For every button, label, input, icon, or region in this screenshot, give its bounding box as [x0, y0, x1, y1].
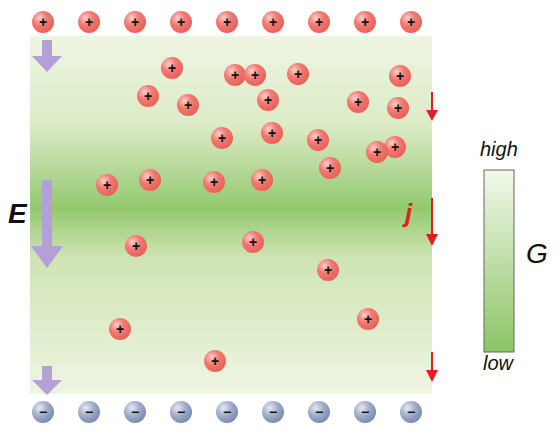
charge-sign: + [146, 173, 154, 187]
charge-sign: + [394, 101, 402, 115]
negative-charge: − [262, 401, 284, 423]
charge-sign: + [85, 15, 93, 29]
negative-charge: − [216, 401, 238, 423]
charge-sign: − [85, 405, 93, 419]
charge-sign: + [103, 178, 111, 192]
charge-sign: + [407, 15, 415, 29]
charge-sign: + [144, 89, 152, 103]
charge-sign: − [223, 405, 231, 419]
charge-sign: + [116, 322, 124, 336]
scale-low-label: low [483, 352, 513, 375]
positive-charge: + [244, 64, 266, 86]
positive-charge: + [78, 11, 100, 33]
charge-sign: + [361, 15, 369, 29]
charge-sign: + [211, 354, 219, 368]
positive-charge: + [224, 64, 246, 86]
positive-charge: + [109, 318, 131, 340]
charge-sign: + [268, 126, 276, 140]
charge-sign: + [354, 95, 362, 109]
positive-charge: + [96, 174, 118, 196]
negative-charge: − [124, 401, 146, 423]
charge-sign: + [373, 145, 381, 159]
negative-charge: − [170, 401, 192, 423]
positive-charge: + [317, 259, 339, 281]
conductance-region [30, 36, 432, 394]
charge-sign: + [364, 312, 372, 326]
positive-charge: + [177, 94, 199, 116]
charge-sign: + [251, 68, 259, 82]
positive-charge: + [400, 11, 422, 33]
negative-charge: − [400, 401, 422, 423]
conductance-label: G [526, 238, 548, 270]
positive-charge: + [387, 97, 409, 119]
positive-charge: + [319, 157, 341, 179]
current-arrows [426, 92, 438, 382]
charge-sign: + [223, 15, 231, 29]
positive-charge: + [389, 65, 411, 87]
charge-sign: + [249, 235, 257, 249]
charge-sign: − [361, 405, 369, 419]
charge-sign: + [326, 161, 334, 175]
positive-charge: + [125, 235, 147, 257]
positive-charge: + [307, 129, 329, 151]
negative-charge: − [308, 401, 330, 423]
charge-sign: + [258, 173, 266, 187]
charge-sign: − [269, 405, 277, 419]
positive-charge: + [211, 127, 233, 149]
positive-charge: + [216, 11, 238, 33]
charge-sign: + [39, 15, 47, 29]
positive-charge: + [347, 91, 369, 113]
positive-charge: + [32, 11, 54, 33]
charge-sign: + [177, 15, 185, 29]
positive-charge: + [354, 11, 376, 33]
charge-sign: + [391, 140, 399, 154]
field-arrows [31, 40, 63, 395]
charge-sign: − [131, 405, 139, 419]
negative-charge: − [32, 401, 54, 423]
conductance-scale-bar [484, 170, 514, 352]
positive-charge: + [251, 169, 273, 191]
charge-sign: + [231, 68, 239, 82]
charge-sign: + [218, 131, 226, 145]
current-label: j [405, 198, 412, 229]
charge-sign: + [396, 69, 404, 83]
positive-charge: + [262, 11, 284, 33]
charge-sign: + [324, 263, 332, 277]
charge-sign: − [407, 405, 415, 419]
field-label: E [8, 198, 27, 230]
positive-charge: + [139, 169, 161, 191]
negative-charge: − [354, 401, 376, 423]
charge-sign: + [132, 239, 140, 253]
charge-sign: + [210, 175, 218, 189]
positive-charge: + [357, 308, 379, 330]
positive-charge: + [170, 11, 192, 33]
positive-charge: + [204, 350, 226, 372]
positive-charge: + [124, 11, 146, 33]
charge-sign: + [314, 133, 322, 147]
positive-charge: + [287, 63, 309, 85]
charge-sign: + [294, 67, 302, 81]
positive-charge: + [161, 57, 183, 79]
charge-sign: + [269, 15, 277, 29]
positive-charge: + [366, 141, 388, 163]
charge-sign: + [315, 15, 323, 29]
charge-sign: + [184, 98, 192, 112]
positive-charge: + [308, 11, 330, 33]
scale-high-label: high [480, 138, 518, 161]
charge-sign: + [131, 15, 139, 29]
positive-charge: + [242, 231, 264, 253]
charge-sign: − [315, 405, 323, 419]
negative-charge: − [78, 401, 100, 423]
positive-charge: + [257, 89, 279, 111]
charge-sign: + [168, 61, 176, 75]
positive-charge: + [203, 171, 225, 193]
charge-sign: + [264, 93, 272, 107]
positive-charge: + [137, 85, 159, 107]
positive-charge: + [261, 122, 283, 144]
charge-sign: − [39, 405, 47, 419]
charge-sign: − [177, 405, 185, 419]
